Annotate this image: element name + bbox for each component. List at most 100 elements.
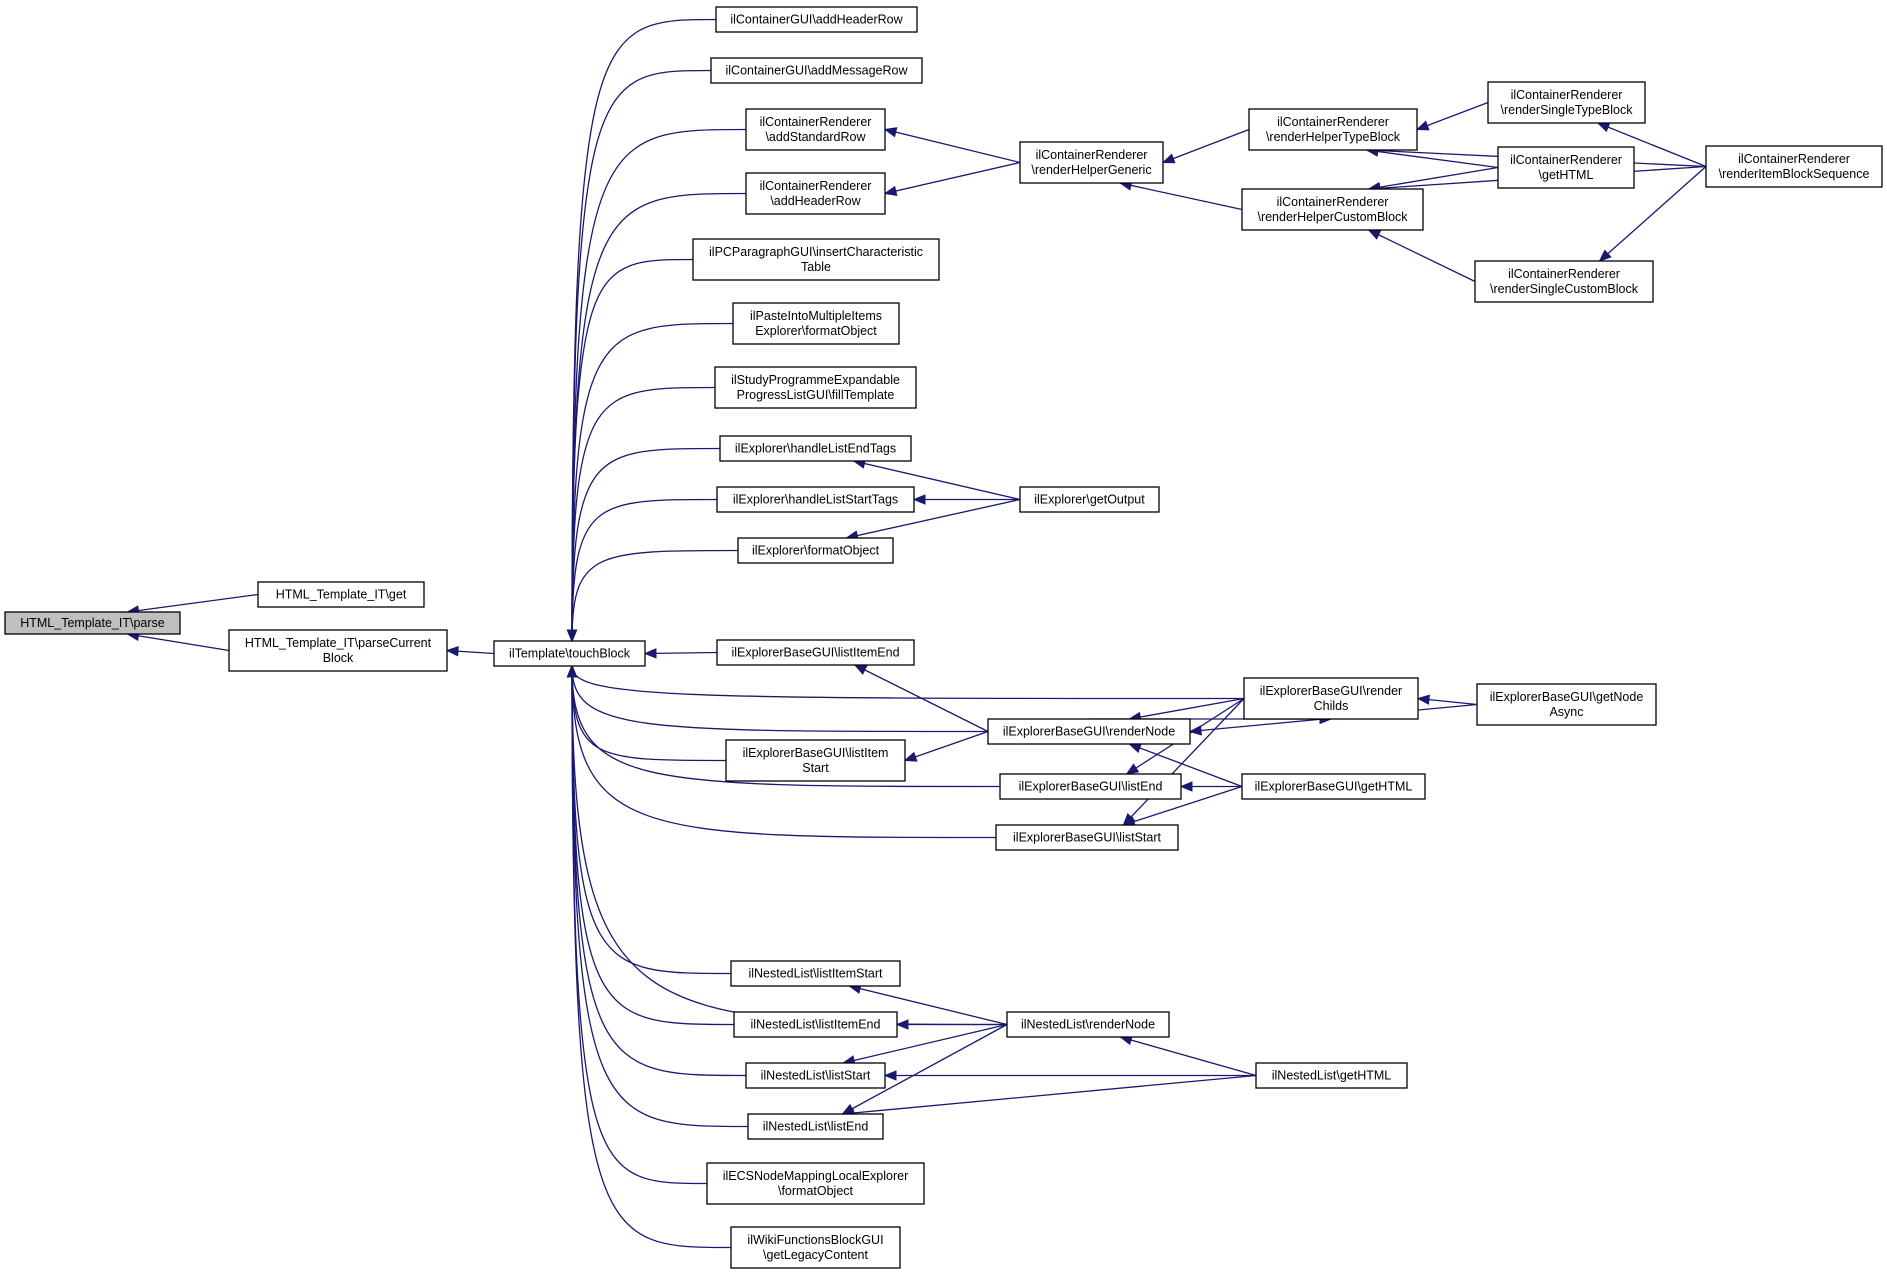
node-nlStart[interactable]: ilNestedList\listStart [745,1062,886,1089]
node-box-nlEnd[interactable] [747,1113,884,1140]
node-box-nlItemStart[interactable] [730,960,901,987]
edge-crItemBlockSeq-to-crSingleType [1597,122,1707,168]
node-label-ebListEnd-0: ilExplorerBaseGUI\listEnd [1019,779,1163,793]
node-box-exFormat[interactable] [737,537,894,564]
node-box-get[interactable] [257,581,425,608]
node-box-exGetOutput[interactable] [1019,486,1160,513]
node-box-crRenderGeneric[interactable] [1019,141,1164,184]
node-label-crRenderGeneric-0: ilContainerRenderer [1036,148,1148,162]
node-box-ebRenderNode[interactable] [987,718,1191,745]
node-box-ebRenderChilds[interactable] [1243,677,1419,720]
node-label-crAddStandardRow-1: \addStandardRow [765,130,866,144]
arrowhead-ebRenderNode-to-ebListItemEnd [853,664,868,675]
node-label-pcInsertChar-0: ilPCParagraphGUI\insertCharacteristic [709,245,923,259]
node-nlItemEnd[interactable]: ilNestedList\listItemEnd [733,1011,898,1038]
arrowhead-crSingleType-to-crRenderTypeBlock [1415,120,1430,131]
node-get[interactable]: HTML_Template_IT\get [257,581,425,608]
node-box-ebListItemEnd[interactable] [716,639,915,666]
node-box-crGetHTML[interactable] [1497,146,1635,189]
node-box-ebListStart[interactable] [995,824,1179,851]
node-box-crAddStandardRow[interactable] [745,108,886,151]
node-box-crAddHeaderRow[interactable] [745,172,886,215]
edge-nlGetHTML-to-nlRenderNode [1120,1036,1257,1077]
edge-crGetHTML-to-crRenderCustomBlock [1368,166,1499,190]
node-box-ecsFormat[interactable] [706,1162,925,1205]
node-ebListStart[interactable]: ilExplorerBaseGUI\listStart [995,824,1179,851]
node-box-cgAddMessageRow[interactable] [710,57,923,84]
node-box-ebListItemStart[interactable] [725,739,906,782]
node-crSingleType[interactable]: ilContainerRenderer\renderSingleTypeBloc… [1487,81,1646,124]
node-box-nlItemEnd[interactable] [733,1011,898,1038]
node-box-exHandleEnd[interactable] [719,435,912,462]
node-ebRenderNode[interactable]: ilExplorerBaseGUI\renderNode [987,718,1191,745]
node-crRenderGeneric[interactable]: ilContainerRenderer\renderHelperGeneric [1019,141,1164,184]
node-label-ebGetNodeAsync-0: ilExplorerBaseGUI\getNode [1490,690,1644,704]
node-exHandleStart[interactable]: ilExplorer\handleListStartTags [716,486,915,513]
node-ebGetHTML[interactable]: ilExplorerBaseGUI\getHTML [1241,773,1426,800]
node-nlRenderNode[interactable]: ilNestedList\renderNode [1006,1011,1170,1038]
node-label-pasteFormat-0: ilPasteIntoMultipleItems [750,309,882,323]
node-touchBlock[interactable]: ilTemplate\touchBlock [493,640,646,667]
node-nlItemStart[interactable]: ilNestedList\listItemStart [730,960,901,987]
node-exFormat[interactable]: ilExplorer\formatObject [737,537,894,564]
node-label-ebListItemEnd-0: ilExplorerBaseGUI\listItemEnd [731,645,899,659]
node-box-cgAddHeaderRow[interactable] [715,6,918,33]
node-box-pcInsertChar[interactable] [692,238,940,281]
node-box-pasteFormat[interactable] [732,302,900,345]
node-label-nlItemStart-0: ilNestedList\listItemStart [748,966,883,980]
node-crRenderTypeBlock[interactable]: ilContainerRenderer\renderHelperTypeBloc… [1248,108,1418,151]
node-box-nlRenderNode[interactable] [1006,1011,1170,1038]
node-box-exHandleStart[interactable] [716,486,915,513]
node-box-parse[interactable] [4,611,181,635]
node-parse[interactable]: HTML_Template_IT\parse [4,611,181,635]
node-pcInsertChar[interactable]: ilPCParagraphGUI\insertCharacteristicTab… [692,238,940,281]
edge-exHandleEnd-to-touchBlock [571,447,721,642]
node-cgAddMessageRow[interactable]: ilContainerGUI\addMessageRow [710,57,923,84]
node-exHandleEnd[interactable]: ilExplorer\handleListEndTags [719,435,912,462]
node-box-ebGetHTML[interactable] [1241,773,1426,800]
node-crAddHeaderRow[interactable]: ilContainerRenderer\addHeaderRow [745,172,886,215]
node-ecsFormat[interactable]: ilECSNodeMappingLocalExplorer\formatObje… [706,1162,925,1205]
node-crItemBlockSeq[interactable]: ilContainerRenderer\renderItemBlockSeque… [1705,145,1883,188]
node-box-nlStart[interactable] [745,1062,886,1089]
node-nlEnd[interactable]: ilNestedList\listEnd [747,1113,884,1140]
node-box-touchBlock[interactable] [493,640,646,667]
node-crRenderCustomBlock[interactable]: ilContainerRenderer\renderHelperCustomBl… [1241,188,1424,231]
node-box-parseCurrent[interactable] [228,629,448,672]
node-box-wikiLegacy[interactable] [730,1226,901,1269]
node-box-crSingleType[interactable] [1487,81,1646,124]
node-box-crRenderCustomBlock[interactable] [1241,188,1424,231]
arrowhead-ebListItemEnd-to-touchBlock [643,648,657,659]
edge-nlItemStart-to-touchBlock [571,665,732,975]
node-box-crSingleCustom[interactable] [1474,260,1654,303]
node-exGetOutput[interactable]: ilExplorer\getOutput [1019,486,1160,513]
node-ebListItemEnd[interactable]: ilExplorerBaseGUI\listItemEnd [716,639,915,666]
node-label-get-0: HTML_Template_IT\get [276,587,407,601]
edge-exGetOutput-to-exHandleEnd [853,460,1021,501]
node-crGetHTML[interactable]: ilContainerRenderer\getHTML [1497,146,1635,189]
node-studyFill[interactable]: ilStudyProgrammeExpandableProgressListGU… [714,366,917,409]
node-wikiLegacy[interactable]: ilWikiFunctionsBlockGUI\getLegacyContent [730,1226,901,1269]
node-pasteFormat[interactable]: ilPasteIntoMultipleItemsExplorer\formatO… [732,302,900,345]
node-box-crRenderTypeBlock[interactable] [1248,108,1418,151]
arrowhead-ebGetNodeAsync-to-ebRenderChilds [1416,694,1430,705]
node-nlGetHTML[interactable]: ilNestedList\getHTML [1255,1062,1408,1089]
node-box-studyFill[interactable] [714,366,917,409]
node-box-crItemBlockSeq[interactable] [1705,145,1883,188]
node-crSingleCustom[interactable]: ilContainerRenderer\renderSingleCustomBl… [1474,260,1654,303]
node-label-ebRenderChilds-0: ilExplorerBaseGUI\render [1260,684,1402,698]
edge-crSingleCustom-to-crRenderCustomBlock [1368,229,1476,283]
node-label-parseCurrent-0: HTML_Template_IT\parseCurrent [245,636,432,650]
node-label-parseCurrent-1: Block [323,651,354,665]
node-cgAddHeaderRow[interactable]: ilContainerGUI\addHeaderRow [715,6,918,33]
node-ebListItemStart[interactable]: ilExplorerBaseGUI\listItemStart [725,739,906,782]
node-label-parse-0: HTML_Template_IT\parse [20,616,165,630]
node-box-ebListEnd[interactable] [999,773,1182,800]
node-box-nlGetHTML[interactable] [1255,1062,1408,1089]
node-ebListEnd[interactable]: ilExplorerBaseGUI\listEnd [999,773,1182,800]
node-box-ebGetNodeAsync[interactable] [1476,683,1657,726]
node-crAddStandardRow[interactable]: ilContainerRenderer\addStandardRow [745,108,886,151]
